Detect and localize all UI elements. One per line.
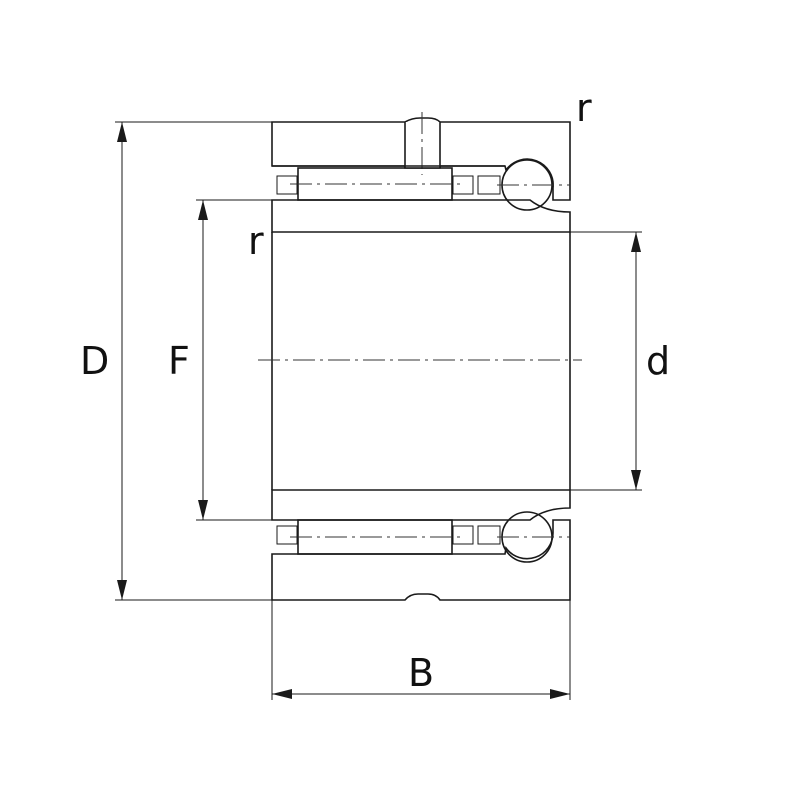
label-B: B <box>408 651 434 695</box>
label-r-inner: r <box>248 219 264 263</box>
ball-upper <box>497 159 570 211</box>
cage-lower <box>276 525 501 545</box>
ball-lower <box>497 511 570 563</box>
label-r-top: r <box>576 86 592 130</box>
cage-upper <box>276 175 501 195</box>
needle-roller-upper <box>290 167 460 201</box>
inner-ring-lower <box>271 489 571 521</box>
inner-ring-upper <box>271 199 571 233</box>
label-d: d <box>646 339 670 383</box>
dimension-B <box>271 600 571 700</box>
label-D: D <box>80 339 109 383</box>
dimension-d <box>570 231 642 491</box>
needle-roller-lower <box>290 519 460 555</box>
label-F: F <box>168 339 190 383</box>
bore-outline <box>258 232 582 490</box>
dimension-F <box>196 199 272 521</box>
outer-ring-upper <box>271 112 571 201</box>
outer-ring-lower <box>271 519 571 601</box>
dimension-D <box>115 121 272 601</box>
